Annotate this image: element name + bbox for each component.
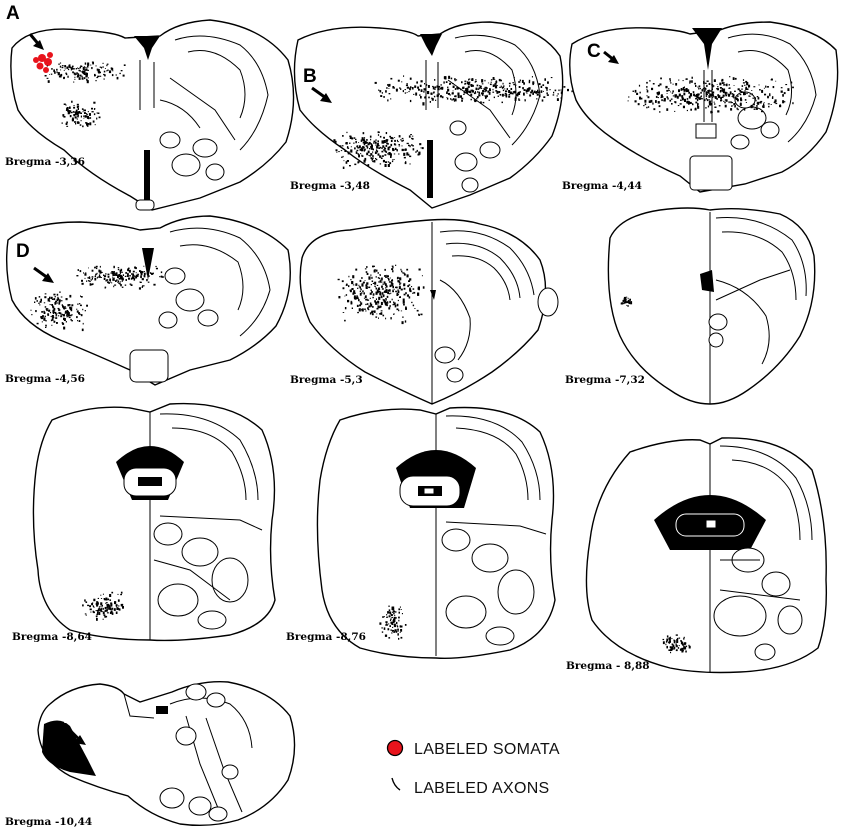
bregma-label: Bregma -5,3	[290, 374, 363, 386]
legend-somata-label: LABELED SOMATA	[414, 741, 560, 758]
legend: LABELED SOMATA LABELED AXONS	[386, 739, 560, 797]
somata-legend-icon	[386, 739, 404, 757]
axon-cluster	[82, 591, 124, 621]
bregma-label: Bregma -8,64	[12, 631, 92, 643]
bregma-label: Bregma -3,36	[5, 156, 85, 168]
section-bregma-8-76	[316, 406, 556, 659]
axon-cluster	[620, 296, 633, 307]
panel-letter-a: A	[6, 3, 20, 24]
section-bregma-8-88	[585, 437, 827, 674]
bregma-label: Bregma -7,32	[565, 374, 645, 386]
panel-letter-b: B	[303, 66, 317, 87]
somata-cluster	[33, 52, 53, 73]
section-bregma-8-64	[32, 402, 276, 642]
bregma-label: Bregma -4,44	[562, 180, 642, 192]
axon-cluster	[337, 264, 425, 325]
axon-cluster	[379, 605, 407, 640]
panel-letter-c: C	[587, 41, 601, 62]
section-bregma-3-48	[293, 21, 582, 209]
section-bregma-7-32	[607, 207, 816, 405]
axon-cluster	[627, 76, 794, 114]
section-bregma-4-44	[569, 21, 839, 193]
axon-cluster	[374, 75, 582, 106]
panel-letter-e: E	[63, 707, 76, 728]
axon-legend-icon	[391, 777, 401, 791]
axon-cluster	[30, 291, 88, 332]
bregma-label: Bregma -8,76	[286, 631, 366, 643]
bregma-label: Bregma - 8,88	[566, 660, 650, 672]
section-bregma-3-36	[10, 19, 295, 211]
legend-axons-label: LABELED AXONS	[414, 780, 550, 797]
axon-cluster	[76, 265, 164, 290]
section-bregma-4-56	[5, 215, 291, 386]
axon-cluster	[662, 634, 691, 654]
axon-cluster	[44, 61, 126, 84]
section-bregma-10-44	[37, 681, 296, 827]
section-bregma-5-3	[299, 218, 559, 405]
axon-cluster	[333, 131, 424, 169]
bregma-label: Bregma -10,44	[5, 816, 92, 828]
bregma-label: Bregma -3,48	[290, 180, 370, 192]
axon-cluster	[61, 100, 101, 128]
panel-letter-d: D	[16, 241, 30, 262]
bregma-label: Bregma -4,56	[5, 373, 85, 385]
